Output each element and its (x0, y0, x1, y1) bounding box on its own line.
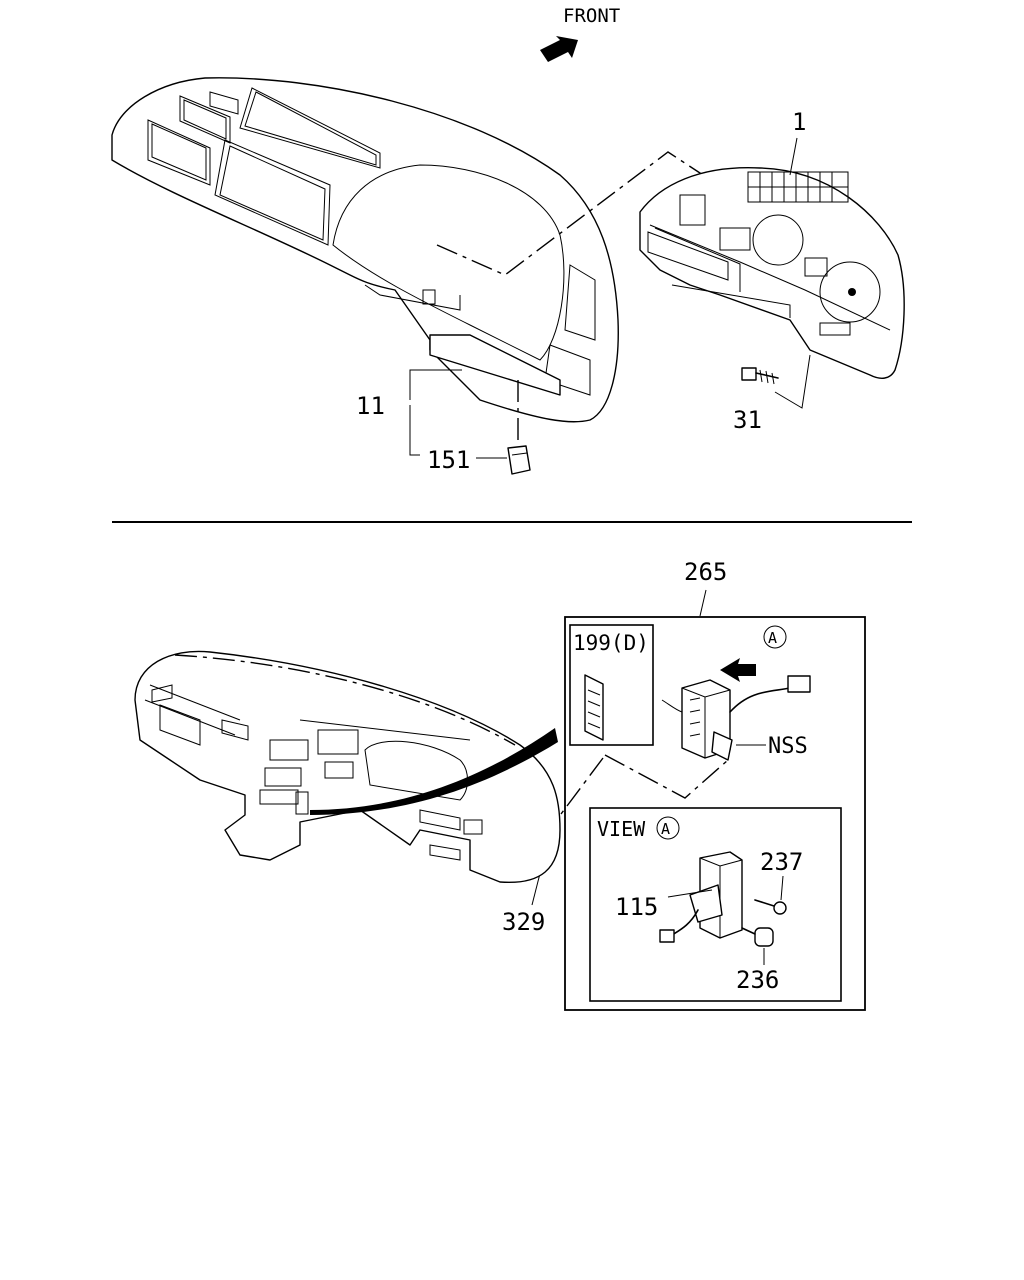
part-label-115: 115 (615, 893, 658, 921)
svg-text:A: A (661, 820, 670, 838)
view-a-marker: A (763, 625, 787, 649)
part-label-199: 199(D) (573, 631, 649, 655)
warning-lamp-grid (747, 171, 849, 203)
part-label-265: 265 (684, 558, 727, 586)
leader-237 (780, 875, 784, 901)
part-label-237: 237 (760, 848, 803, 876)
front-arrow-icon (540, 36, 578, 62)
detail-box-199 (569, 624, 654, 746)
front-label: FRONT (563, 5, 620, 27)
leader-265 (699, 589, 707, 617)
instrument-cluster (639, 167, 905, 379)
part-label-1: 1 (792, 108, 806, 136)
part-label-nss: NSS (768, 734, 808, 759)
part-label-329: 329 (502, 908, 545, 936)
leader-11 (409, 369, 462, 456)
view-label: VIEW (597, 817, 646, 841)
dashboard-panel (111, 77, 619, 423)
screw-31-icon (741, 367, 779, 385)
view-a-box (589, 807, 842, 1002)
leader-31 (774, 354, 811, 409)
direction-arrow-icon (720, 658, 756, 682)
part-label-236: 236 (736, 966, 779, 994)
switch-assembly (661, 675, 811, 761)
svg-text:A: A (768, 629, 777, 647)
leader-115 (667, 889, 713, 898)
leader-dash-329 (604, 754, 729, 799)
part-label-151: 151 (427, 446, 470, 474)
detail-box-265 (564, 616, 866, 1011)
screw-237-icon (754, 899, 787, 915)
screw-236-icon (741, 927, 774, 947)
lower-dashboard (134, 650, 561, 884)
label-strip-199-icon (584, 674, 604, 741)
view-box-marker: A (656, 816, 680, 840)
part-label-31: 31 (733, 406, 762, 434)
view-a-switch (659, 851, 743, 943)
leader-1 (789, 137, 798, 176)
clip-151-icon (507, 445, 531, 475)
callout-sweep (310, 728, 558, 815)
part-label-11: 11 (356, 392, 385, 420)
